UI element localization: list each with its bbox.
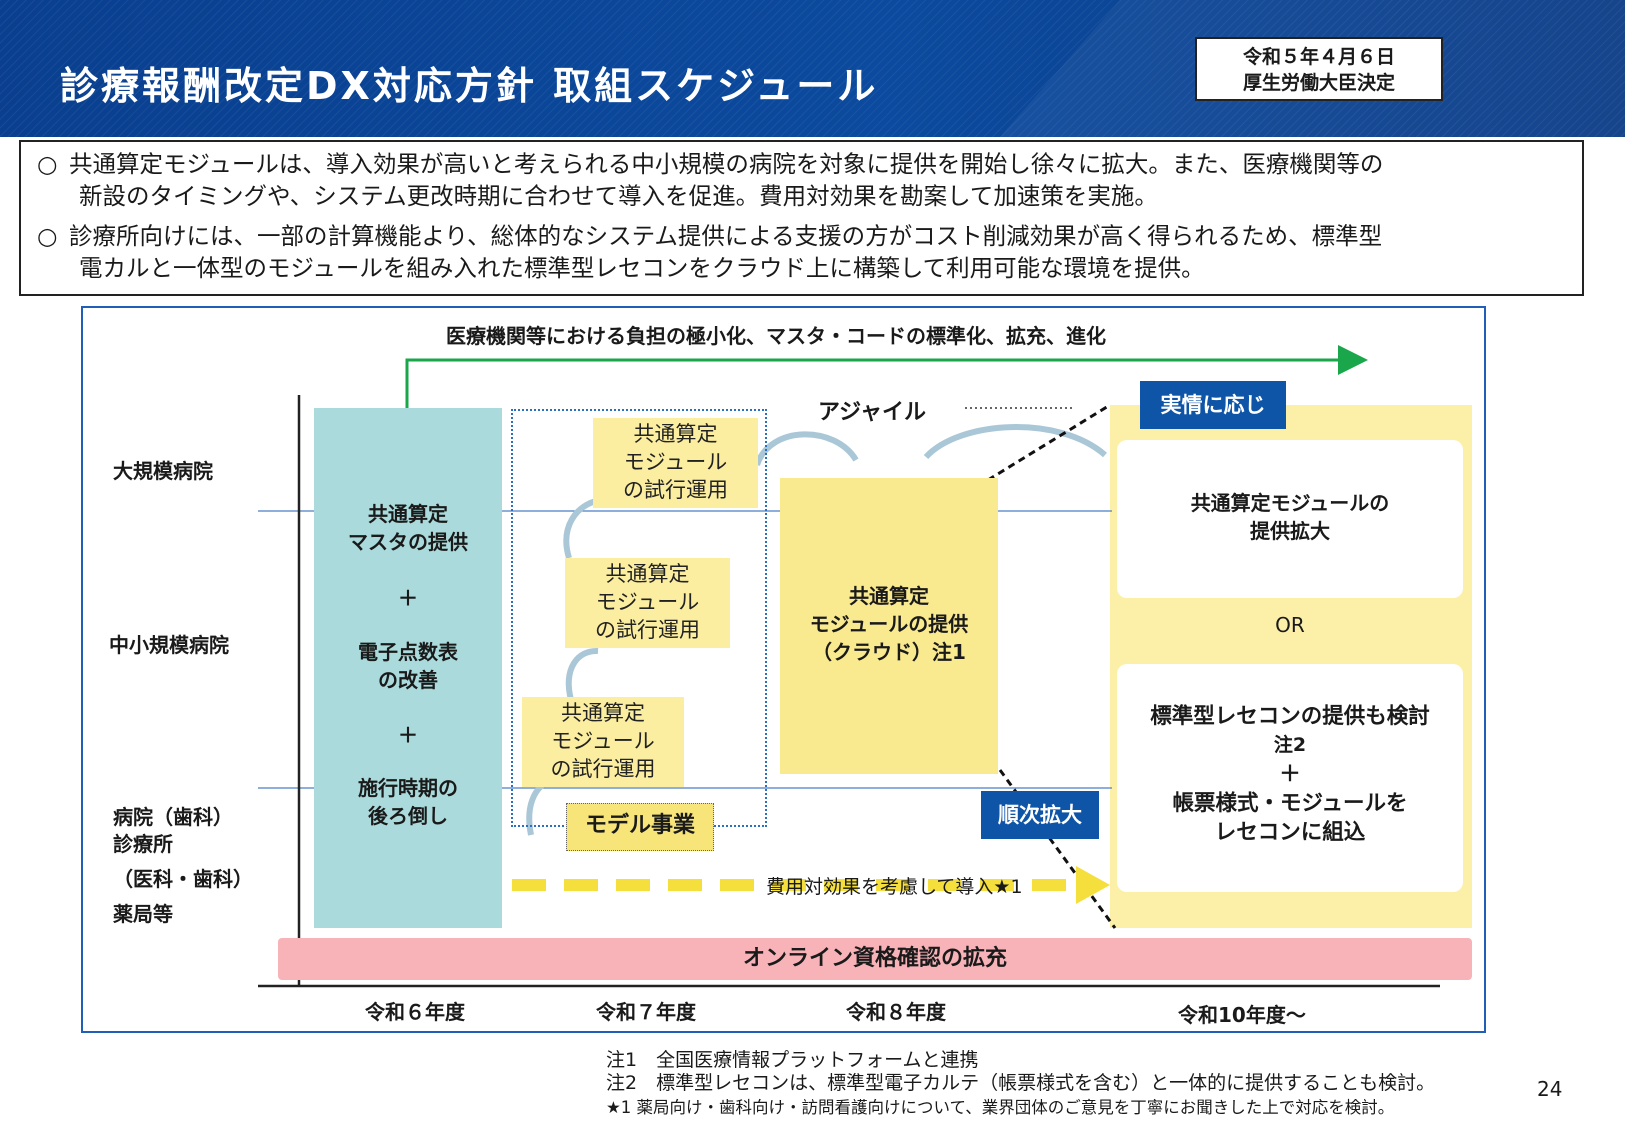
footnote-2: 注2 標準型レセコンは、標準型電子カルテ（帳票様式を含む）と一体的に提供すること…	[606, 1072, 1436, 1094]
teal-line: 後ろ倒し	[368, 804, 448, 828]
footnote-3: ★1 薬局向け・歯科向け・訪問看護向けについて、業界団体のご意見を丁寧にお聞きし…	[606, 1098, 1395, 1117]
gradual-expansion-tag: 順次拡大	[981, 791, 1099, 839]
plus-sign: ＋	[398, 723, 418, 747]
cloud-module-line: モジュールの提供	[809, 612, 969, 636]
module-expansion-text: 共通算定モジュールの 提供拡大	[1117, 489, 1463, 545]
cloud-module-text: 共通算定 モジュールの提供 （クラウド）注1	[780, 582, 998, 666]
cloud-module-box	[780, 478, 998, 774]
curve-arrow-icon	[565, 648, 599, 701]
standard-recekon-text: 標準型レセコンの提供も検討 注2 ＋ 帳票様式・モジュールを レセコンに組込	[1117, 702, 1463, 847]
header-banner: 診療報酬改定DX対応方針 取組スケジュール 令和５年４月６日 厚生労働大臣決定	[0, 0, 1625, 137]
trial-line: モジュール	[595, 590, 700, 614]
diagonal-dashed-line	[998, 769, 1117, 929]
agile-label: アジャイル	[818, 400, 927, 425]
row-label-large: 大規模病院	[113, 459, 213, 483]
cost-arrow-label: 費用対効果を考慮して導入★1	[766, 876, 1023, 898]
curve-arrow-icon	[563, 497, 601, 559]
trial-line: の試行運用	[550, 757, 656, 781]
row-label-mid: 中小規模病院	[109, 633, 229, 657]
module-expansion-card	[1117, 440, 1463, 598]
cloud-module-line: 共通算定	[849, 584, 929, 608]
card-line: 提供拡大	[1250, 519, 1330, 543]
page-number: 24	[1537, 1077, 1563, 1101]
year-label: 令和７年度	[596, 1000, 696, 1024]
year-label: 令和６年度	[365, 1000, 465, 1024]
year-label: 令和10年度～	[1178, 1003, 1306, 1027]
bullet-mark: ○	[37, 150, 58, 178]
teal-line: マスタの提供	[348, 530, 468, 554]
row-label-small: 薬局等	[113, 902, 173, 926]
cloud-module-line: （クラウド）注1	[812, 640, 966, 664]
bullet-text: 診療所向けには、一部の計算機能より、総体的なシステム提供による支援の方がコスト削…	[69, 222, 1383, 250]
trial-line: 共通算定	[561, 701, 645, 725]
bullet-text: 新設のタイミングや、システム更改時期に合わせて導入を促進。費用対効果を勘案して加…	[79, 182, 1158, 210]
page-title: 診療報酬改定DX対応方針 取組スケジュール	[60, 64, 879, 108]
curve-arrow-icon	[923, 424, 1107, 460]
row-label-small: （医科・歯科）	[113, 867, 253, 891]
cost-arrow-head	[1076, 866, 1110, 904]
teal-item-3: 施行時期の 後ろ倒し	[314, 774, 502, 830]
card-line: ＋	[1279, 762, 1301, 787]
card-line: 注2	[1273, 734, 1307, 756]
trial-line: の試行運用	[623, 478, 728, 502]
bullet-mark: ○	[37, 222, 58, 250]
trial-line: の試行運用	[595, 618, 700, 642]
trial-line: モジュール	[623, 450, 728, 474]
plus-sign: ＋	[398, 586, 418, 610]
teal-line: の改善	[378, 668, 438, 692]
conditions-tag: 実情に応じ	[1140, 381, 1286, 429]
trial-line: モジュール	[551, 729, 655, 753]
decision-authority: 厚生労働大臣決定	[1242, 72, 1395, 94]
card-line: 標準型レセコンの提供も検討	[1150, 704, 1430, 729]
card-line: レセコンに組込	[1214, 820, 1366, 845]
trial-box-small: 共通算定 モジュール の試行運用	[522, 697, 684, 787]
row-label-small: 病院（歯科）	[113, 805, 233, 829]
trial-box-large: 共通算定 モジュール の試行運用	[593, 418, 758, 508]
standard-recekon-card	[1117, 664, 1463, 892]
master-provision-box	[314, 408, 502, 928]
teal-line: 電子点数表	[358, 640, 458, 664]
curve-arrow-icon	[754, 431, 859, 467]
teal-item-2: 電子点数表 の改善	[314, 638, 502, 694]
bullet-text: 共通算定モジュールは、導入効果が高いと考えられる中小規模の病院を対象に提供を開始…	[69, 150, 1384, 178]
card-line: 共通算定モジュールの	[1190, 491, 1390, 515]
year-label: 令和８年度	[846, 1000, 946, 1024]
footnote-1: 注1 全国医療情報プラットフォームと連携	[606, 1049, 979, 1071]
model-project-label: モデル事業	[566, 803, 714, 851]
teal-line: 共通算定	[368, 502, 448, 526]
or-label: OR	[1275, 613, 1305, 637]
trial-line: 共通算定	[605, 562, 690, 586]
teal-item-1: 共通算定 マスタの提供	[314, 500, 502, 556]
teal-line: 施行時期の	[358, 776, 458, 800]
trial-box-mid: 共通算定 モジュール の試行運用	[565, 558, 730, 648]
top-banner-text: 医療機関等における負担の極小化、マスタ・コードの標準化、拡充、進化	[446, 324, 1106, 348]
trial-line: 共通算定	[633, 422, 718, 446]
bullet-text: 電カルと一体型のモジュールを組み入れた標準型レセコンをクラウド上に構築して利用可…	[79, 254, 1205, 282]
online-qualification-bar: オンライン資格確認の拡充	[278, 938, 1472, 980]
summary-box: ○ 共通算定モジュールは、導入効果が高いと考えられる中小規模の病院を対象に提供を…	[19, 140, 1584, 296]
row-label-small: 診療所	[113, 832, 173, 856]
green-progress-arrow	[405, 345, 1368, 408]
decision-date: 令和５年４月６日	[1242, 46, 1395, 68]
card-line: 帳票様式・モジュールを	[1172, 791, 1408, 816]
decision-date-box: 令和５年４月６日 厚生労働大臣決定	[1195, 37, 1443, 101]
